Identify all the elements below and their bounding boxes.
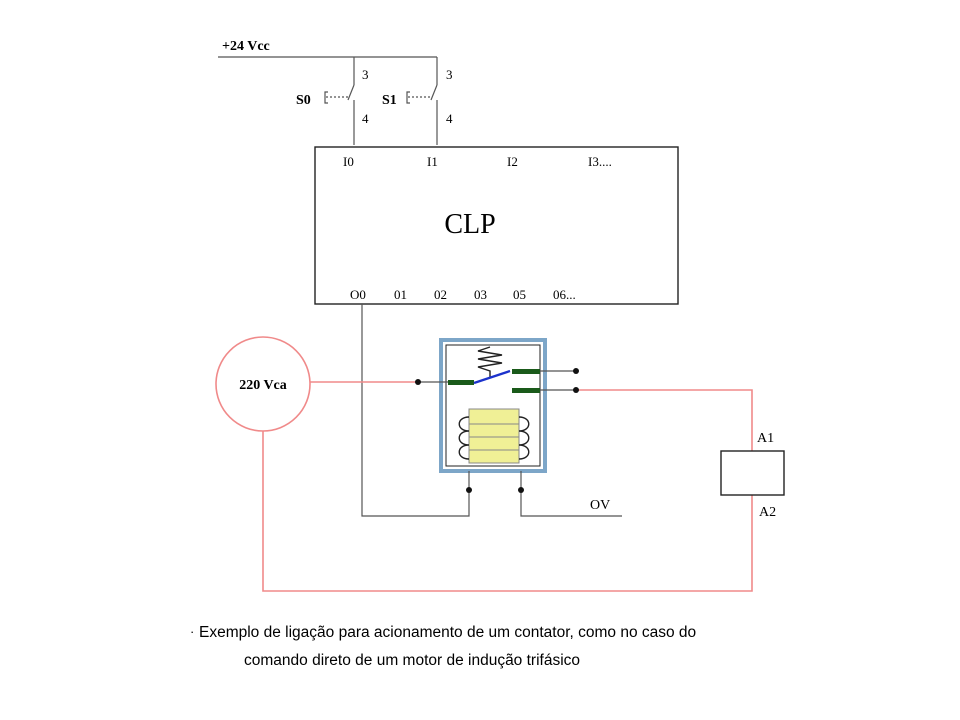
plc-input-i1: I1	[427, 154, 438, 169]
relay-terminal-no	[573, 368, 579, 374]
relay-terminal-common	[415, 379, 421, 385]
plc-output-03: 03	[474, 287, 487, 302]
relay-coil	[468, 408, 520, 464]
relay	[418, 338, 576, 490]
plc-box	[314, 146, 679, 305]
plc-output-02: 02	[434, 287, 447, 302]
plc-input-i2: I2	[507, 154, 518, 169]
contactor-label-a1: A1	[757, 431, 774, 446]
plc-input-i0: I0	[343, 154, 354, 169]
wire-coil-to-ov	[520, 490, 622, 517]
ac-wire-relay-to-contactor	[576, 389, 753, 451]
switch-s1-pin-bottom: 4	[446, 111, 453, 126]
switch-s1	[406, 57, 438, 145]
plc-output-05: 05	[513, 287, 526, 302]
plc-title: CLP	[444, 209, 495, 240]
relay-terminal-nc	[573, 387, 579, 393]
wire-o0-to-coil	[361, 304, 470, 517]
contactor-label-a2: A2	[759, 505, 776, 520]
switch-s1-label: S1	[382, 93, 397, 108]
ov-label: OV	[590, 498, 610, 513]
ac-wire-return	[262, 431, 753, 592]
caption-line-2: comando direto de um motor de indução tr…	[244, 652, 580, 669]
relay-armature	[473, 369, 511, 385]
ac-source-label: 220 Vca	[239, 378, 287, 393]
plc-output-01: 01	[394, 287, 407, 302]
switch-s0-label: S0	[296, 93, 311, 108]
caption-line-1: Exemplo de ligação para acionamento de u…	[199, 624, 696, 641]
switch-s0	[324, 57, 355, 145]
relay-contact-nc	[512, 388, 540, 393]
contactor-coil	[720, 450, 785, 496]
supply-label: +24 Vcc	[222, 39, 270, 54]
relay-contact-common	[448, 380, 474, 385]
caption-bullet: ·	[190, 624, 194, 639]
plc-output-06: 06...	[553, 287, 576, 302]
switch-s0-pin-top: 3	[362, 67, 369, 82]
plc-output-o0: O0	[350, 287, 366, 302]
plc-input-i3: I3....	[588, 154, 612, 169]
switch-s0-pin-bottom: 4	[362, 111, 369, 126]
relay-coil-terminal-right	[518, 487, 524, 493]
relay-coil-terminal-left	[466, 487, 472, 493]
relay-contact-no	[512, 369, 540, 374]
switch-s1-pin-top: 3	[446, 67, 453, 82]
